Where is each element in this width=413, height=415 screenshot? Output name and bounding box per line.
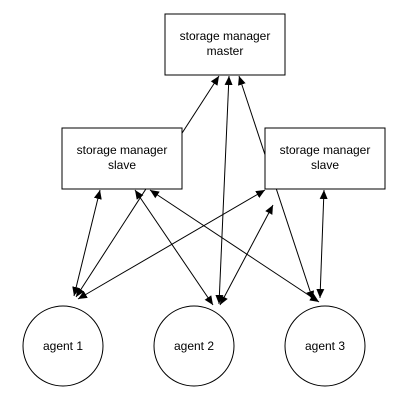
edge-agent2-master — [215, 75, 233, 305]
node-label: agent 3 — [305, 339, 345, 353]
node-label-line2: master — [207, 44, 244, 58]
node-circle — [22, 305, 104, 387]
node-circle — [153, 305, 235, 387]
node-label: agent 1 — [43, 339, 83, 353]
node-circle — [284, 305, 366, 387]
node-label-line2: slave — [311, 158, 339, 172]
node-agent-1: agent 1 — [22, 305, 104, 387]
node-box — [164, 13, 286, 76]
node-label: agent 2 — [174, 339, 214, 353]
node-storage-manager-slave-left: storage manager slave — [61, 127, 183, 190]
edge-agent2-slave-right — [219, 204, 274, 306]
node-label-line1: storage manager — [77, 143, 168, 157]
node-box — [61, 127, 183, 190]
node-agent-3: agent 3 — [284, 305, 366, 387]
edge-agent3-slave-left — [149, 189, 320, 303]
edges — [72, 75, 328, 306]
node-storage-manager-master: storage manager master — [164, 13, 286, 76]
node-agent-2: agent 2 — [153, 305, 235, 387]
node-label-line2: slave — [108, 158, 136, 172]
node-label-line1: storage manager — [180, 29, 271, 43]
node-storage-manager-slave-right: storage manager slave — [264, 127, 386, 190]
node-label-line1: storage manager — [280, 143, 371, 157]
node-box — [264, 127, 386, 190]
edge-agent2-slave-left — [134, 189, 214, 306]
edge-agent3-slave-right — [316, 189, 328, 299]
